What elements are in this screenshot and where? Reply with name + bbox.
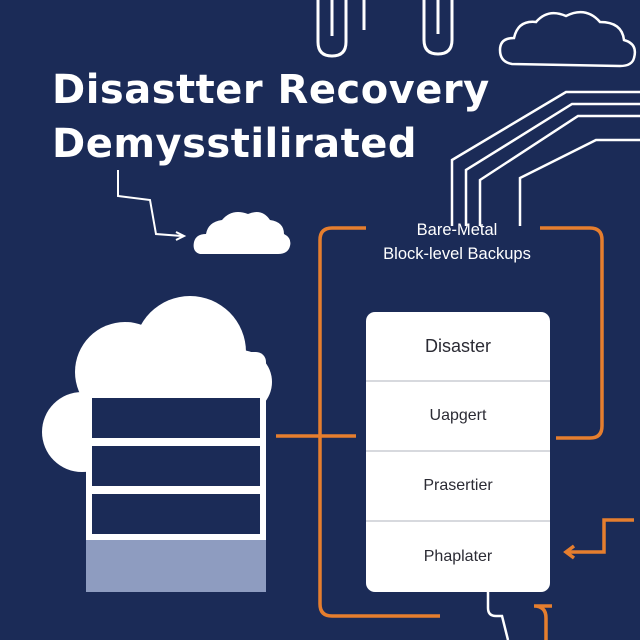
steps-card: Disaster Uapgert Prasertier Phaplater [366, 312, 550, 592]
label-box: Bare-Metal Block-level Backups [362, 218, 552, 266]
title-line: Demysstilirated [52, 121, 418, 167]
label-line: Block-level Backups [383, 245, 531, 263]
cloud-icon [498, 10, 637, 68]
paperclip-icon [422, 0, 454, 56]
title-line: Disastter Recovery [52, 67, 490, 113]
arrow-icon [117, 170, 187, 241]
card-row: Prasertier [366, 452, 550, 522]
card-row: Uapgert [366, 382, 550, 452]
orange-connector [276, 226, 634, 640]
label-line: Bare-Metal [416, 221, 498, 239]
server-stack-icon [86, 352, 266, 592]
circuit-lines [486, 592, 510, 640]
card-row: Phaplater [423, 548, 493, 565]
circuit-lines [450, 90, 640, 226]
cloud-icon [193, 212, 291, 254]
card-row: Disaster [366, 312, 550, 382]
paperclip-icon [316, 0, 366, 58]
